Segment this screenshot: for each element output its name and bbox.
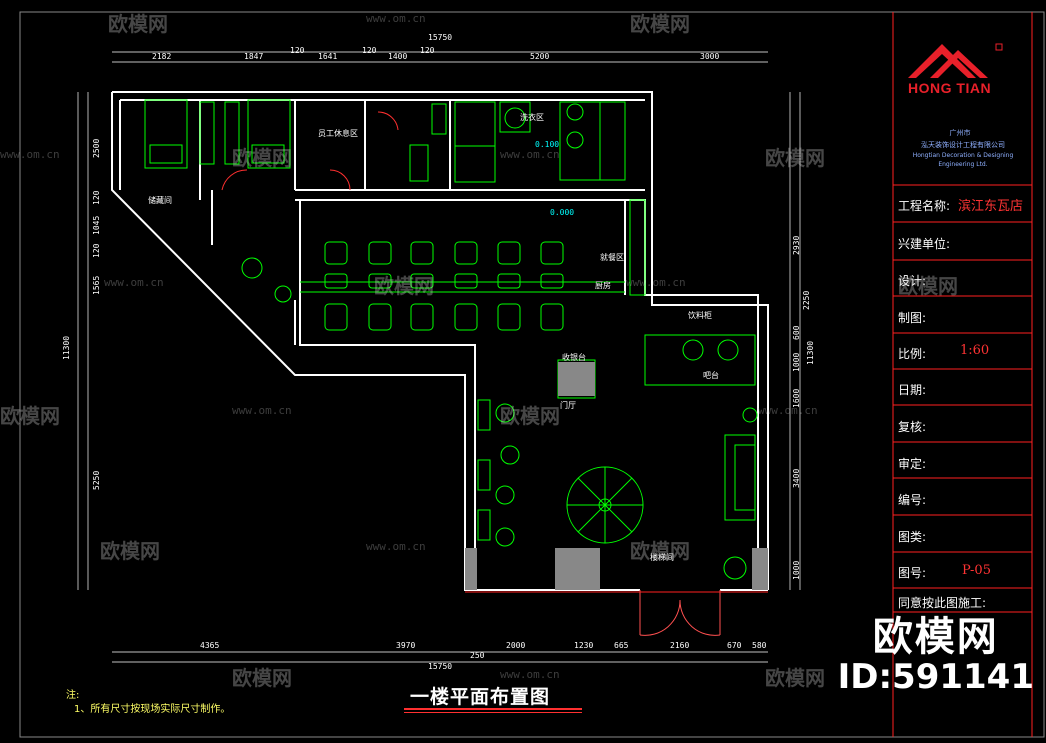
dim-bottom-seg-2: 3970 — [396, 641, 416, 650]
dim-left-total: 11300 — [62, 335, 71, 360]
room-label-stair: 楼梯间 — [650, 553, 674, 562]
dim-top-seg-3: 120 — [290, 46, 305, 55]
dim-left-seg-3: 1045 — [92, 215, 101, 235]
dim-top-seg-6: 1400 — [388, 52, 408, 61]
dim-top-seg-2: 1847 — [244, 52, 264, 61]
tb-label-check: 复核: — [898, 420, 927, 434]
tb-label-number: 编号: — [898, 493, 927, 507]
dim-left-seg-5: 1565 — [92, 275, 101, 295]
dim-right-seg-3: 600 — [792, 325, 801, 340]
room-label-storage: 储藏间 — [148, 196, 172, 205]
tb-label-sheet: 图号: — [898, 566, 927, 580]
dim-right-seg-5: 1600 — [792, 388, 801, 408]
grey-blocks — [465, 362, 768, 590]
note-line-1: 1、所有尺寸按现场实际尺寸制作。 — [74, 704, 231, 715]
dim-right-total: 11300 — [806, 340, 815, 365]
dim-right-seg-4: 1000 — [792, 352, 801, 372]
tb-val-sheet: P-05 — [962, 563, 991, 578]
drawing-title-underline-2 — [404, 712, 582, 713]
furniture — [144, 99, 758, 580]
room-label-dining: 就餐区 — [600, 253, 624, 262]
tb-label-scale: 比例: — [898, 347, 927, 361]
walls — [111, 91, 769, 591]
upper-chair-row — [324, 241, 564, 265]
tb-label-design: 设计: — [898, 274, 927, 288]
sheet-border — [19, 11, 1045, 738]
watermark-id-number: ID:591141 — [837, 657, 1034, 697]
notes-heading: 注: — [66, 690, 80, 701]
dim-bottom-seg-3: 2000 — [506, 641, 526, 650]
room-label-wash: 洗衣区 — [520, 113, 544, 122]
company-name: 泓天装饰设计工程有限公司 — [921, 141, 1005, 149]
dim-bottom-seg-6: 2160 — [670, 641, 690, 650]
left-wall-seats — [477, 399, 520, 547]
room-label-entry: 门厅 — [560, 401, 576, 410]
tb-label-approve: 审定: — [898, 457, 927, 471]
dim-left-seg-2: 120 — [92, 190, 101, 205]
tb-label-date: 日期: — [898, 383, 927, 397]
dim-bottom-seg-7: 670 — [727, 641, 742, 650]
watermark-id-brand: 欧模网 — [872, 614, 999, 660]
watermark-id-block: 欧模网 ID:591141 — [838, 615, 1034, 695]
room-label-staff: 员工休息区 — [318, 129, 358, 138]
elevation-mark-2: 0.000 — [550, 208, 575, 217]
company-logo-text: HONG TIAN — [908, 80, 992, 96]
company-en-1: Hongtian Decoration & Designing — [912, 152, 1014, 159]
tb-label-type: 图类: — [898, 530, 927, 544]
room-label-counter: 收银台 — [562, 353, 586, 362]
dim-top-seg-8: 5200 — [530, 52, 550, 61]
room-label-drink-counter: 饮料柜 — [688, 311, 712, 320]
dim-bottom-seg-4: 1230 — [574, 641, 594, 650]
entrance-door — [465, 590, 768, 636]
dim-right-seg-6: 3400 — [792, 468, 801, 488]
dim-right-seg-7: 1000 — [792, 560, 801, 580]
elevation-mark-1: 0.100 — [535, 140, 560, 149]
company-en-2: Engineering Ltd. — [938, 161, 988, 168]
dim-right-seg-2: 2250 — [802, 290, 811, 310]
dim-bottom-total: 15750 — [428, 662, 453, 671]
mid-chair-row — [324, 273, 564, 289]
dim-bottom-small: 250 — [470, 651, 485, 660]
dim-bottom-seg-1: 4365 — [200, 641, 220, 650]
tb-val-project: 滨江东瓦店 — [958, 199, 1024, 214]
dim-left-seg-4: 120 — [92, 243, 101, 258]
tb-val-scale: 1:60 — [960, 343, 990, 358]
tb-label-draft: 制图: — [898, 311, 927, 325]
dim-top-seg-4: 1641 — [318, 52, 338, 61]
dim-bottom-seg-8: 580 — [752, 641, 767, 650]
dim-left-seg-6: 5250 — [92, 470, 101, 490]
room-label-bar: 吧台 — [703, 371, 719, 380]
dimension-lines — [77, 51, 801, 663]
dim-top-total: 15750 — [428, 33, 453, 42]
company-city: 广州市 — [949, 129, 971, 137]
tb-label-approval: 同意按此图施工: — [898, 596, 987, 610]
tb-label-builder: 兴建单位: — [898, 237, 951, 251]
drawing-title-underline — [404, 708, 582, 710]
dim-right-seg-1: 2930 — [792, 235, 801, 255]
drawing-title: 一楼平面布置图 — [410, 686, 551, 708]
hongtian-logo-mark — [908, 43, 1003, 78]
dim-left-seg-1: 2500 — [92, 138, 101, 158]
dim-top-seg-5: 120 — [362, 46, 377, 55]
tb-label-project: 工程名称: — [898, 199, 951, 213]
doors — [221, 111, 399, 191]
lower-chair-row — [324, 303, 564, 331]
title-block-frame — [892, 12, 1033, 737]
dim-bottom-seg-5: 665 — [614, 641, 629, 650]
room-label-cook: 厨房 — [595, 281, 611, 290]
dim-top-seg-9: 3000 — [700, 52, 720, 61]
dim-top-seg-1: 2182 — [152, 52, 172, 61]
dim-top-seg-7: 120 — [420, 46, 435, 55]
